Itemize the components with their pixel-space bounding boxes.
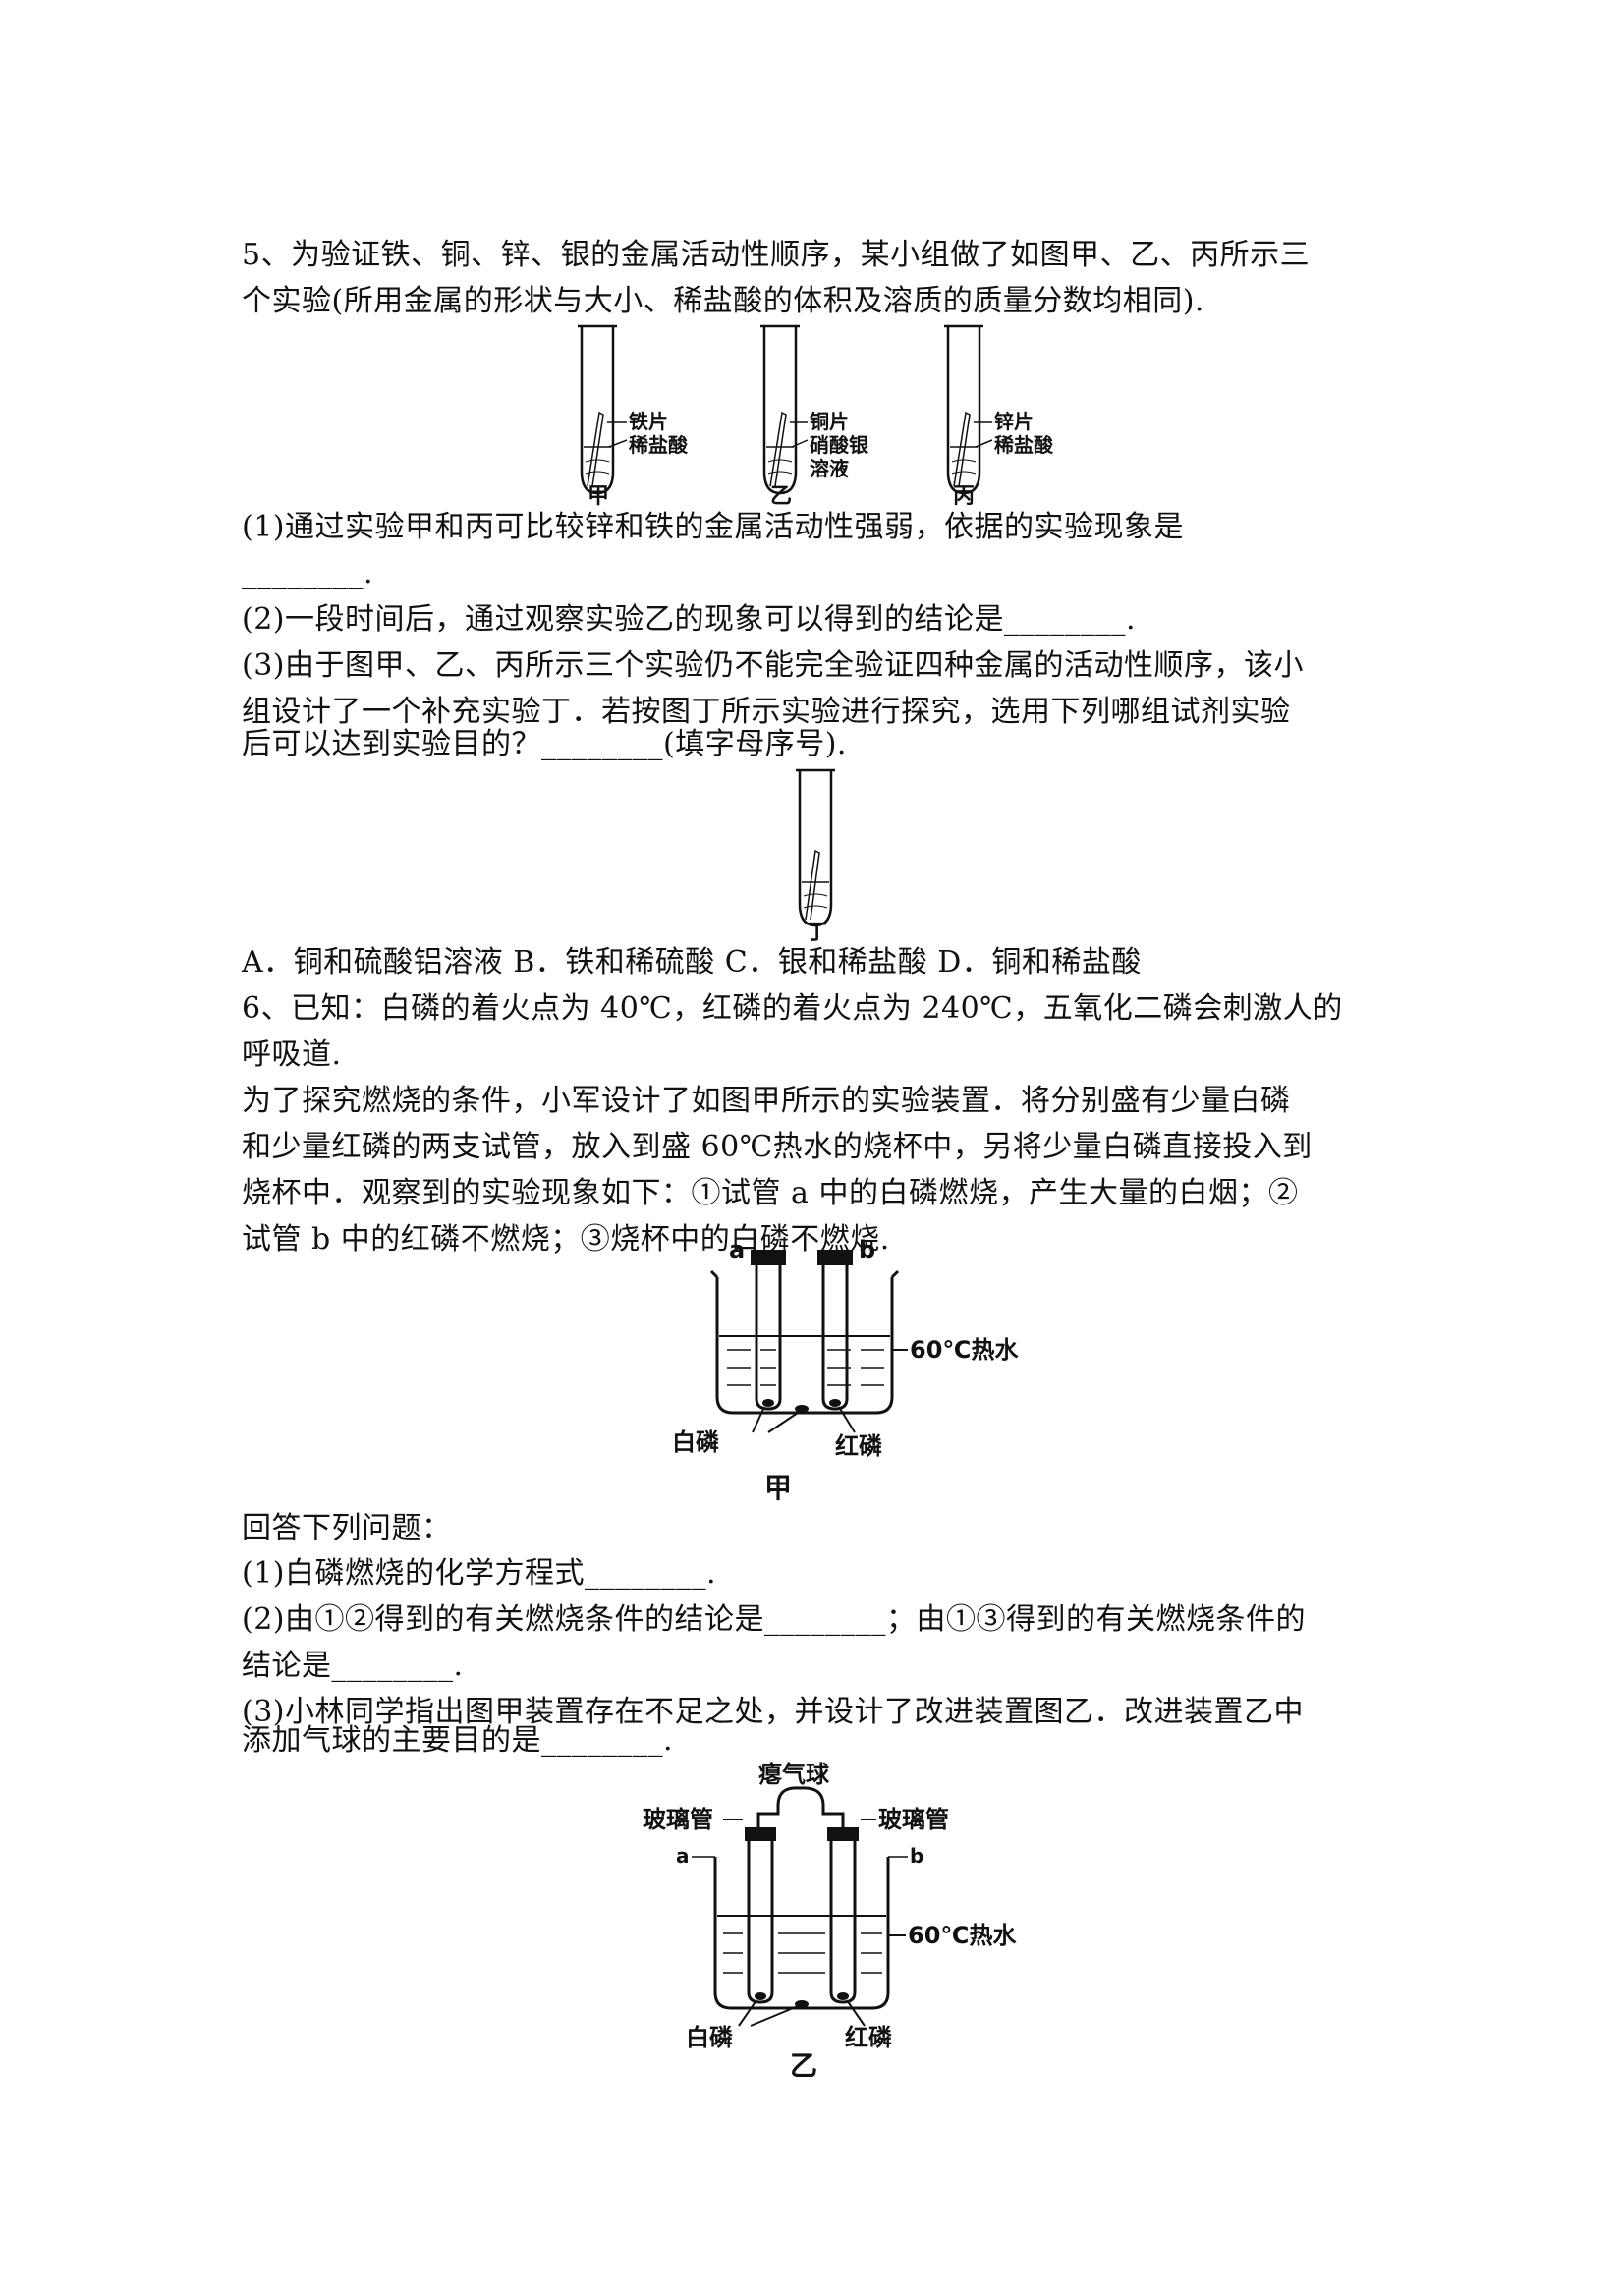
q5-part1-line-2: ________.	[242, 556, 374, 590]
tube-jia-label-1: 铁片	[629, 410, 668, 433]
q5-part3-line-2: 组设计了一个补充实验丁．若按图丁所示实验进行探究，选用下列哪组试剂实验	[242, 695, 1291, 729]
tube-bing-label-2: 稀盐酸	[994, 433, 1054, 457]
q6-stem-line-5: 烧杯中．观察到的实验现象如下：①试管 a 中的白磷燃烧，产生大量的白烟；②	[242, 1176, 1299, 1210]
fig-yi-caption: 乙	[790, 2049, 817, 2082]
tube-yi-label-1: 铜片	[810, 410, 849, 433]
fig-jia-water: 60℃热水	[910, 1336, 1019, 1364]
ding-caption: 丁	[806, 921, 827, 945]
fig-yi-white-p: 白磷	[686, 2024, 733, 2051]
fig-jia-red-p: 红磷	[835, 1432, 882, 1460]
q6-part2-line-1: (2)由①②得到的有关燃烧条件的结论是________；由①③得到的有关燃烧条件…	[242, 1602, 1306, 1637]
q6-stem-line-1: 6、已知：白磷的着火点为 40℃，红磷的着火点为 240℃，五氧化二磷会刺激人的	[242, 991, 1343, 1026]
q6-stem-line-3: 为了探究燃烧的条件，小军设计了如图甲所示的实验装置．将分别盛有少量白磷	[242, 1084, 1291, 1118]
q5-part3-line-3: 后可以达到实验目的？________(填字母序号).	[242, 727, 847, 761]
fig-yi-glass-tube-left: 玻璃管	[643, 1806, 713, 1833]
fig-yi-red-p: 红磷	[845, 2024, 892, 2051]
fig-jia-caption: 甲	[764, 1472, 792, 1504]
fig-jia-white-p: 白磷	[672, 1428, 719, 1456]
tube-bing: 锌片 稀盐酸 丙	[944, 324, 1054, 509]
tube-jia: 铁片 稀盐酸 甲	[578, 324, 689, 509]
q6-stem-line-2: 呼吸道.	[242, 1037, 342, 1072]
tube-yi-caption: 乙	[770, 484, 792, 509]
tube-bing-label-1: 锌片	[994, 410, 1034, 433]
tube-bing-caption: 丙	[953, 484, 975, 509]
q6-stem-line-4: 和少量红磷的两支试管，放入到盛 60℃热水的烧杯中，另将少量白磷直接投入到	[242, 1130, 1313, 1164]
q5-test-tubes-figure: 铁片 稀盐酸 甲 铜片 硝酸银 溶液 乙	[560, 324, 1071, 511]
q5-stem-line-1: 5、为验证铁、铜、锌、银的金属活动性顺序，某小组做了如图甲、乙、丙所示三	[242, 238, 1311, 272]
q5-part1-line-1: (1)通过实验甲和丙可比较锌和铁的金属活动性强弱，依据的实验现象是	[242, 510, 1184, 544]
fig-yi-b: b	[910, 1844, 923, 1868]
tube-yi-label-3: 溶液	[810, 457, 850, 480]
q5-ding-figure: 丁	[786, 766, 845, 945]
q6-part1: (1)白磷燃烧的化学方程式________.	[242, 1556, 717, 1591]
fig-jia-b: b	[859, 1236, 875, 1263]
tube-yi-label-2: 硝酸银	[810, 433, 869, 457]
q5-part2: (2)一段时间后，通过观察实验乙的现象可以得到的结论是________.	[242, 602, 1137, 637]
q6-part3-line-2: 添加气球的主要目的是________.	[242, 1723, 674, 1758]
q5-part3-line-1: (3)由于图甲、乙、丙所示三个实验仍不能完全验证四种金属的活动性顺序，该小	[242, 648, 1304, 683]
fig-yi-balloon: 瘪气球	[758, 1761, 830, 1788]
q6-part3-line-1: (3)小林同学指出图甲装置存在不足之处，并设计了改进装置图乙．改进装置乙中	[242, 1695, 1304, 1729]
q5-stem-line-2: 个实验(所用金属的形状与大小、稀盐酸的体积及溶质的质量分数均相同).	[242, 284, 1204, 318]
q6-answer-intro: 回答下列问题：	[242, 1511, 452, 1545]
q6-figure-jia: a b 60℃热水 白磷 红磷 甲	[658, 1236, 1019, 1505]
tube-yi: 铜片 硝酸银 溶液 乙	[760, 324, 869, 509]
tube-jia-label-2: 稀盐酸	[629, 433, 689, 457]
fig-jia-a: a	[729, 1236, 745, 1263]
q6-figure-yi: 瘪气球 玻璃管 玻璃管 a b	[637, 1759, 1017, 2083]
q6-part2-line-2: 结论是________.	[242, 1649, 464, 1683]
fig-yi-glass-tube-right: 玻璃管	[878, 1806, 949, 1833]
fig-yi-water: 60℃热水	[908, 1922, 1017, 1949]
q5-options: A．铜和硫酸铝溶液 B．铁和稀硫酸 C．银和稀盐酸 D．铜和稀盐酸	[242, 945, 1142, 980]
fig-yi-a: a	[676, 1844, 690, 1868]
tube-jia-caption: 甲	[588, 484, 609, 509]
